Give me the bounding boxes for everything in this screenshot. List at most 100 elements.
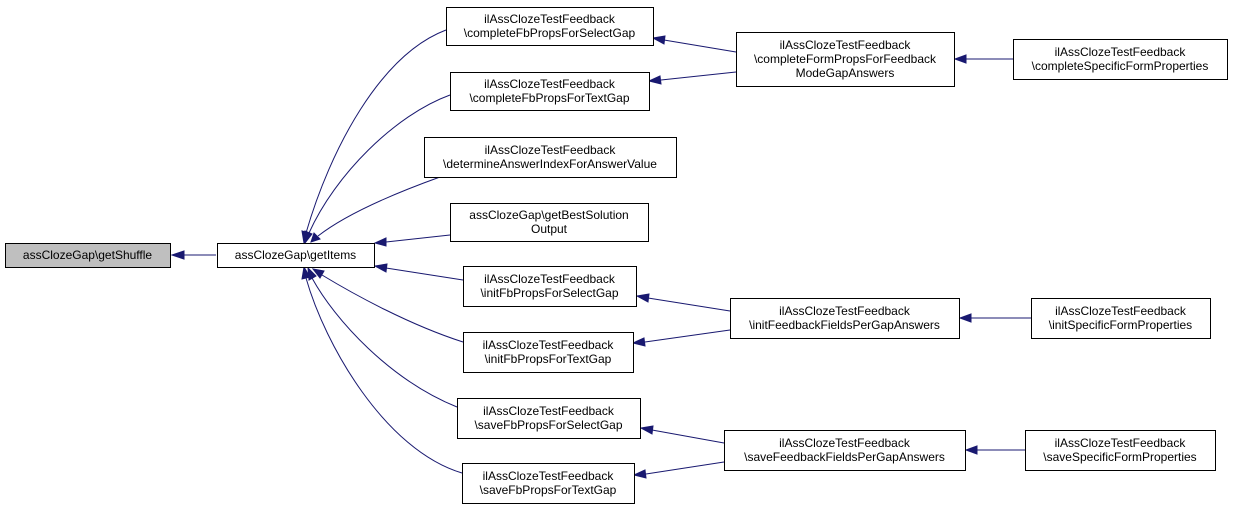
node-label-line: ilAssClozeTestFeedback xyxy=(484,77,616,91)
arrowhead xyxy=(635,293,650,303)
node-save-fb-props-for-select-gap[interactable]: ilAssClozeTestFeedback\saveFbPropsForSel… xyxy=(457,398,641,439)
call-edge-complete-specific-form-properties-to-complete-form-props-for-feedback-mode-gap-answers xyxy=(953,54,1013,64)
edge-layer xyxy=(170,29,1031,479)
node-label-line: ilAssClozeTestFeedback xyxy=(1055,45,1187,59)
node-label-line: \determineAnswerIndexForAnswerValue xyxy=(443,157,657,171)
node-label-line: ilAssClozeTestFeedback xyxy=(1055,304,1187,318)
node-box xyxy=(450,203,649,242)
node-label-line: ilAssClozeTestFeedback xyxy=(485,143,617,157)
node-box xyxy=(1031,298,1211,339)
arrowhead xyxy=(301,265,311,280)
call-edge-complete-form-props-for-feedback-mode-gap-answers-to-complete-fb-props-for-select-gap xyxy=(651,35,737,53)
node-get-shuffle: assClozeGap\getShuffle xyxy=(5,243,171,268)
node-box xyxy=(217,243,375,268)
arrowhead xyxy=(170,250,185,260)
node-label-line: ilAssClozeTestFeedback xyxy=(780,38,912,52)
call-edge-save-feedback-fields-per-gap-answers-to-save-fb-props-for-text-gap xyxy=(632,461,725,479)
call-edge-init-feedback-fields-per-gap-answers-to-init-fb-props-for-text-gap xyxy=(631,329,731,347)
arrowhead xyxy=(311,268,325,279)
arrowhead xyxy=(304,230,313,245)
call-edge-init-fb-props-for-text-gap-to-get-items xyxy=(311,268,464,343)
node-label-line: \saveSpecificFormProperties xyxy=(1043,450,1196,464)
arrowhead xyxy=(964,445,978,455)
call-edge-get-best-solution-output-to-get-items xyxy=(373,234,451,247)
node-complete-fb-props-for-text-gap[interactable]: ilAssClozeTestFeedback\completeFbPropsFo… xyxy=(450,72,650,111)
node-save-fb-props-for-text-gap[interactable]: ilAssClozeTestFeedback\saveFbPropsForTex… xyxy=(462,463,635,504)
arrowhead xyxy=(639,425,654,435)
node-init-specific-form-properties[interactable]: ilAssClozeTestFeedback\initSpecificFormP… xyxy=(1031,298,1211,339)
node-save-feedback-fields-per-gap-answers[interactable]: ilAssClozeTestFeedback\saveFeedbackField… xyxy=(724,430,966,471)
node-label-line: ilAssClozeTestFeedback xyxy=(779,304,911,318)
node-box xyxy=(450,72,650,111)
call-edge-init-specific-form-properties-to-init-feedback-fields-per-gap-answers xyxy=(958,313,1031,323)
node-determine-answer-index-for-answer-value[interactable]: ilAssClozeTestFeedback\determineAnswerIn… xyxy=(424,137,677,178)
node-box xyxy=(730,298,960,339)
node-label-line: \saveFbPropsForSelectGap xyxy=(474,418,622,432)
node-box xyxy=(457,398,641,439)
arrowhead xyxy=(632,469,647,479)
node-label-line: \completeFbPropsForSelectGap xyxy=(464,26,636,40)
node-label-line: \saveFeedbackFieldsPerGapAnswers xyxy=(744,450,945,464)
node-label-line: assClozeGap\getShuffle xyxy=(23,248,153,262)
arrowhead xyxy=(647,75,662,85)
node-box xyxy=(1013,39,1228,80)
node-label-line: \completeFormPropsForFeedback xyxy=(754,52,937,66)
node-label-line: ilAssClozeTestFeedback xyxy=(484,272,616,286)
arrowhead xyxy=(373,237,387,247)
call-edge-complete-fb-props-for-select-gap-to-get-items xyxy=(301,29,447,245)
node-init-fb-props-for-select-gap[interactable]: ilAssClozeTestFeedback\initFbPropsForSel… xyxy=(463,266,637,307)
node-box xyxy=(424,137,677,178)
node-label-line: ilAssClozeTestFeedback xyxy=(483,338,615,352)
call-edge-complete-fb-props-for-text-gap-to-get-items xyxy=(304,94,451,245)
node-label-line: \initFbPropsForTextGap xyxy=(485,352,612,366)
call-edge-determine-answer-index-for-answer-value-to-get-items xyxy=(310,176,441,243)
call-edge-save-fb-props-for-select-gap-to-get-items xyxy=(307,266,458,408)
node-label-line: ilAssClozeTestFeedback xyxy=(483,469,615,483)
arrowhead xyxy=(953,54,967,64)
node-label-line: Output xyxy=(531,222,568,236)
node-label-line: assClozeGap\getItems xyxy=(235,248,356,262)
arrowhead xyxy=(651,35,666,45)
call-edge-save-specific-form-properties-to-save-feedback-fields-per-gap-answers xyxy=(964,445,1025,455)
node-box xyxy=(5,243,171,268)
node-init-fb-props-for-text-gap[interactable]: ilAssClozeTestFeedback\initFbPropsForTex… xyxy=(463,332,634,373)
node-box xyxy=(446,7,654,46)
node-box xyxy=(463,266,637,307)
node-box xyxy=(462,463,635,504)
node-label-line: \initSpecificFormProperties xyxy=(1049,318,1192,332)
arrowhead xyxy=(631,337,646,347)
call-edge-init-fb-props-for-select-gap-to-get-items xyxy=(373,263,464,281)
node-label-line: \completeSpecificFormProperties xyxy=(1032,59,1209,73)
node-label-line: \saveFbPropsForTextGap xyxy=(480,483,617,497)
node-box xyxy=(463,332,634,373)
arrowhead xyxy=(958,313,972,323)
node-box xyxy=(736,32,955,87)
call-edge-save-feedback-fields-per-gap-answers-to-save-fb-props-for-select-gap xyxy=(639,425,725,444)
node-init-feedback-fields-per-gap-answers[interactable]: ilAssClozeTestFeedback\initFeedbackField… xyxy=(730,298,960,339)
node-complete-form-props-for-feedback-mode-gap-answers[interactable]: ilAssClozeTestFeedback\completeFormProps… xyxy=(736,32,955,87)
node-label-line: \initFeedbackFieldsPerGapAnswers xyxy=(749,318,940,332)
node-label-line: ilAssClozeTestFeedback xyxy=(779,436,911,450)
node-complete-specific-form-properties[interactable]: ilAssClozeTestFeedback\completeSpecificF… xyxy=(1013,39,1228,80)
node-box xyxy=(1025,430,1216,471)
node-save-specific-form-properties[interactable]: ilAssClozeTestFeedback\saveSpecificFormP… xyxy=(1025,430,1216,471)
node-label-line: \completeFbPropsForTextGap xyxy=(469,91,629,105)
call-edge-save-fb-props-for-text-gap-to-get-items xyxy=(301,265,463,474)
call-edge-get-items-to-get-shuffle xyxy=(170,250,216,260)
node-label-line: ilAssClozeTestFeedback xyxy=(484,12,616,26)
node-box xyxy=(724,430,966,471)
arrowhead xyxy=(310,232,321,243)
arrowhead xyxy=(373,263,388,273)
node-label-line: ilAssClozeTestFeedback xyxy=(1055,436,1187,450)
node-label-line: assClozeGap\getBestSolution xyxy=(469,208,628,222)
node-label-line: ilAssClozeTestFeedback xyxy=(483,404,615,418)
node-complete-fb-props-for-select-gap[interactable]: ilAssClozeTestFeedback\completeFbPropsFo… xyxy=(446,7,654,46)
node-layer: assClozeGap\getShuffle assClozeGap\getIte… xyxy=(5,7,1228,504)
call-edge-complete-form-props-for-feedback-mode-gap-answers-to-complete-fb-props-for-text-gap xyxy=(647,71,737,85)
call-edge-init-feedback-fields-per-gap-answers-to-init-fb-props-for-select-gap xyxy=(635,293,731,312)
node-label-line: ModeGapAnswers xyxy=(796,66,895,80)
node-label-line: \initFbPropsForSelectGap xyxy=(480,286,618,300)
node-get-items[interactable]: assClozeGap\getItems xyxy=(217,243,375,268)
